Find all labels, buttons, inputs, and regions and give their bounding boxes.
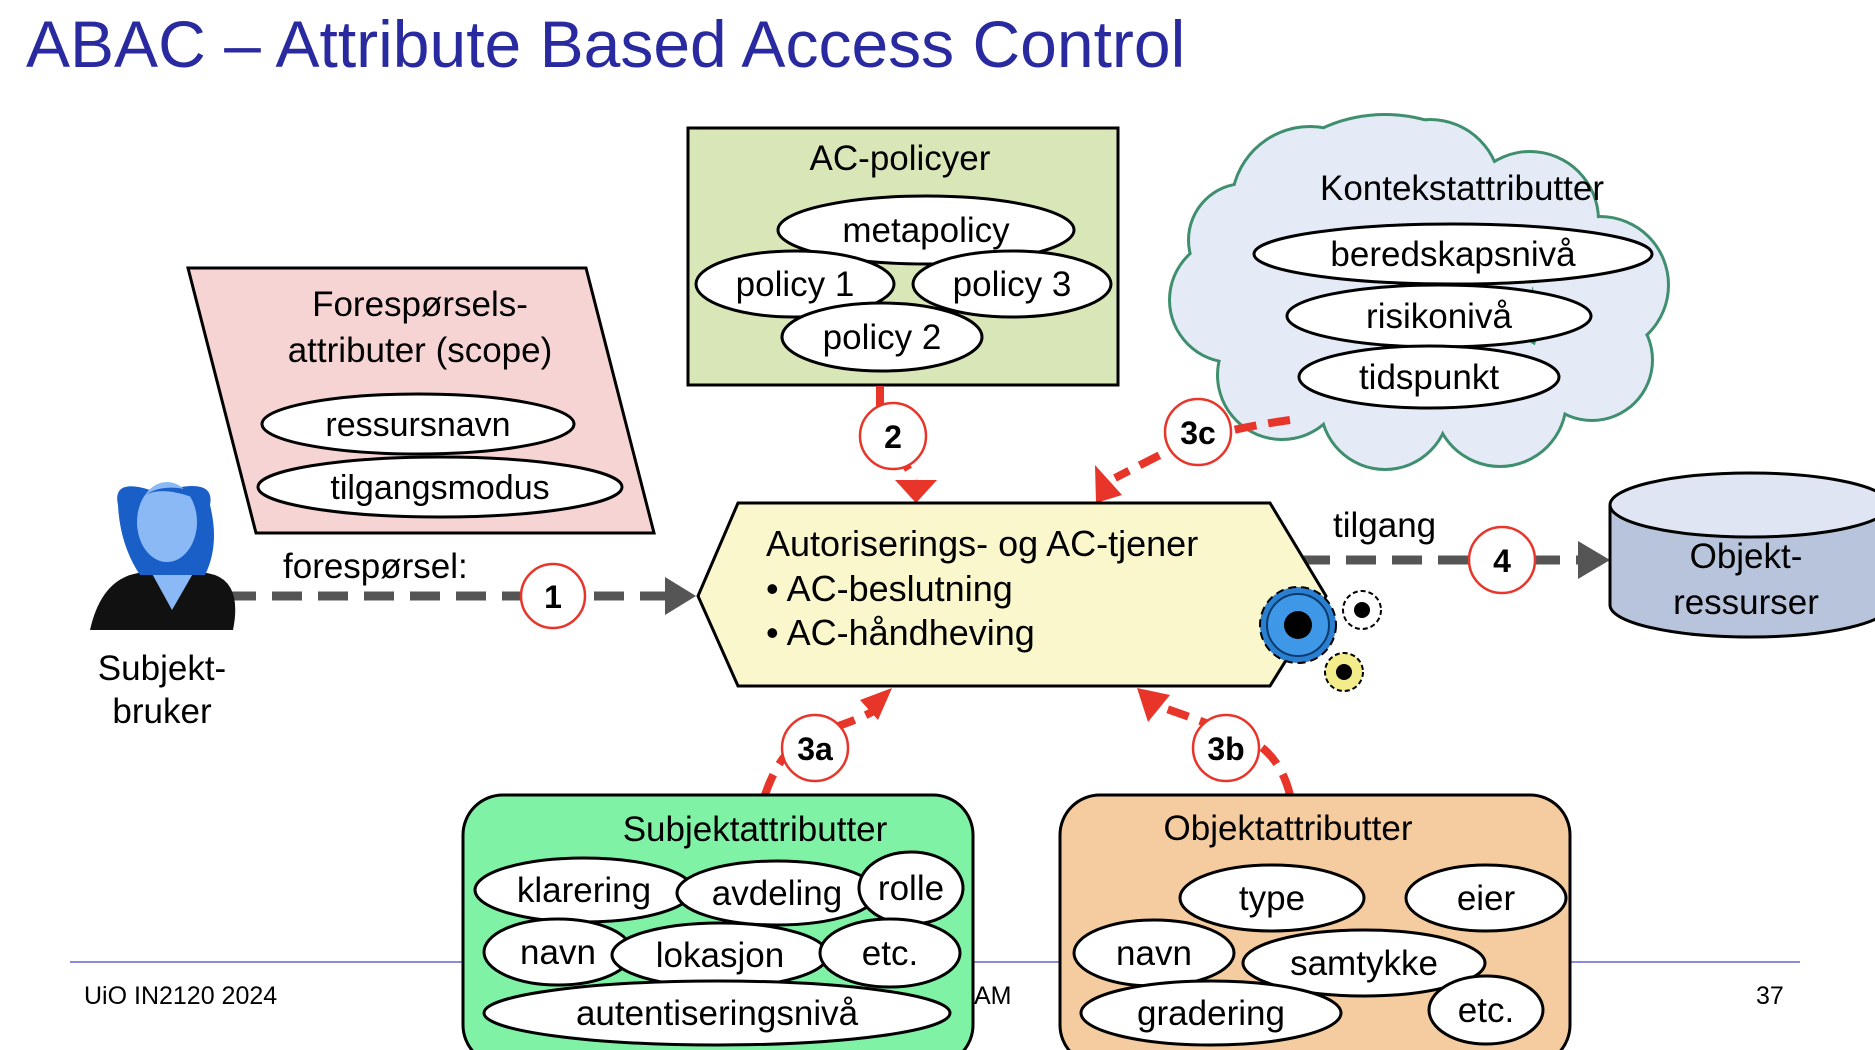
subject-label-1: Subjekt- (98, 649, 226, 688)
footer-course: UiO IN2120 2024 (84, 982, 278, 1010)
context-item: tidspunkt (1359, 358, 1499, 397)
step-badge-2: 2 (858, 401, 928, 471)
subject-attr-item: lokasjon (656, 936, 784, 975)
step-badge-3a: 3a (780, 713, 850, 783)
step-badge-4: 4 (1467, 525, 1537, 595)
step-2-label: 2 (884, 419, 902, 455)
request-attr-item: ressursnavn (325, 406, 510, 444)
policies-heading: AC-policyer (810, 139, 991, 178)
footer-page-number: 37 (1756, 982, 1784, 1010)
step3a-arrowhead (860, 688, 892, 720)
ac-server: Autoriserings- og AC-tjener • AC-beslutn… (696, 501, 1328, 688)
policy-item: policy 3 (953, 265, 1072, 304)
object-attr-oval (1404, 863, 1568, 933)
object-attr-item: type (1239, 879, 1305, 918)
subject-attr-oval (818, 917, 962, 989)
object-attr-item: navn (1116, 934, 1192, 973)
step-badge-1: 1 (519, 562, 587, 630)
step-badge-3c: 3c (1163, 397, 1233, 467)
step-3b-label: 3b (1207, 731, 1244, 767)
step2-arrowhead (895, 480, 937, 503)
context-item: beredskapsnivå (1330, 235, 1576, 274)
object-attr-item: samtykke (1290, 944, 1438, 983)
access-label: tilgang (1333, 506, 1436, 545)
object-attr-item: etc. (1458, 991, 1514, 1030)
subject-attr-item: avdeling (712, 874, 842, 913)
step-badge-3b: 3b (1191, 713, 1261, 783)
step-4-label: 4 (1493, 543, 1511, 579)
context-heading: Kontekstattributter (1320, 169, 1604, 208)
server-bullet: • AC-beslutning (766, 568, 1013, 609)
object-resources-cylinder: Objekt- ressurser (1608, 471, 1875, 639)
context-item: risikonivå (1366, 297, 1512, 336)
server-title: Autoriserings- og AC-tjener (766, 523, 1198, 564)
object-attr-oval (1178, 863, 1366, 933)
subject-attr-item: navn (520, 933, 596, 972)
request-attributes-box: Forespørsels- attributer (scope) ressurs… (186, 266, 656, 535)
request-attr-item: tilgangsmodus (330, 469, 549, 507)
object-attributes-heading: Objektattributter (1164, 809, 1413, 848)
step-3c-label: 3c (1180, 415, 1216, 451)
subject-attr-oval (482, 979, 952, 1047)
step-3a-label: 3a (797, 731, 833, 767)
policy-oval (780, 301, 984, 373)
subject-attr-item: autentiseringsnivå (576, 994, 859, 1033)
subject-attr-item: etc. (862, 934, 918, 973)
policy-item: metapolicy (842, 211, 1010, 250)
subject-label-2: bruker (112, 692, 212, 731)
request-attributes-heading-2: attributer (scope) (288, 331, 553, 370)
request-attr-oval (256, 455, 624, 519)
object-attr-item: eier (1457, 879, 1516, 918)
gears-icon (1259, 586, 1382, 692)
step3c-arrowhead (1095, 465, 1122, 503)
policy-oval (776, 194, 1076, 266)
object-attr-oval (1427, 974, 1545, 1046)
subject-attr-item: klarering (517, 871, 651, 910)
policy-item: policy 1 (736, 265, 855, 304)
request-label: forespørsel: (283, 547, 468, 586)
object-label-2: ressurser (1673, 583, 1819, 622)
policy-oval (911, 249, 1113, 319)
subject-attr-item: rolle (878, 869, 944, 908)
step3b-arrowhead (1137, 688, 1170, 722)
server-bullet: • AC-håndheving (766, 612, 1035, 653)
object-attributes-box: Objektattributter type eier navn samtykk… (1058, 793, 1572, 1050)
object-attr-item: gradering (1137, 994, 1285, 1033)
access-arrowhead (1578, 541, 1610, 579)
policy-item: policy 2 (823, 318, 942, 357)
request-arrowhead (665, 577, 696, 615)
policies-box: AC-policyer metapolicy policy 1 policy 3… (686, 126, 1120, 387)
object-attr-oval (1241, 928, 1487, 998)
policy-oval (694, 249, 896, 319)
context-cloud: Kontekstattributter beredskapsnivå risik… (1168, 113, 1670, 471)
footer-center-fragment: AM (974, 982, 1012, 1010)
step-1-label: 1 (544, 579, 562, 615)
object-attr-oval (1079, 979, 1343, 1047)
request-attributes-heading-1: Forespørsels- (312, 285, 528, 324)
request-attr-oval (260, 392, 576, 456)
subject-attributes-heading: Subjektattributter (623, 810, 888, 849)
object-label-1: Objekt- (1690, 537, 1803, 576)
slide-title: ABAC – Attribute Based Access Control (26, 7, 1186, 81)
user-avatar-icon (90, 482, 236, 630)
subject-attributes-box: Subjektattributter klarering avdeling ro… (461, 793, 975, 1050)
context-oval (1297, 344, 1561, 410)
